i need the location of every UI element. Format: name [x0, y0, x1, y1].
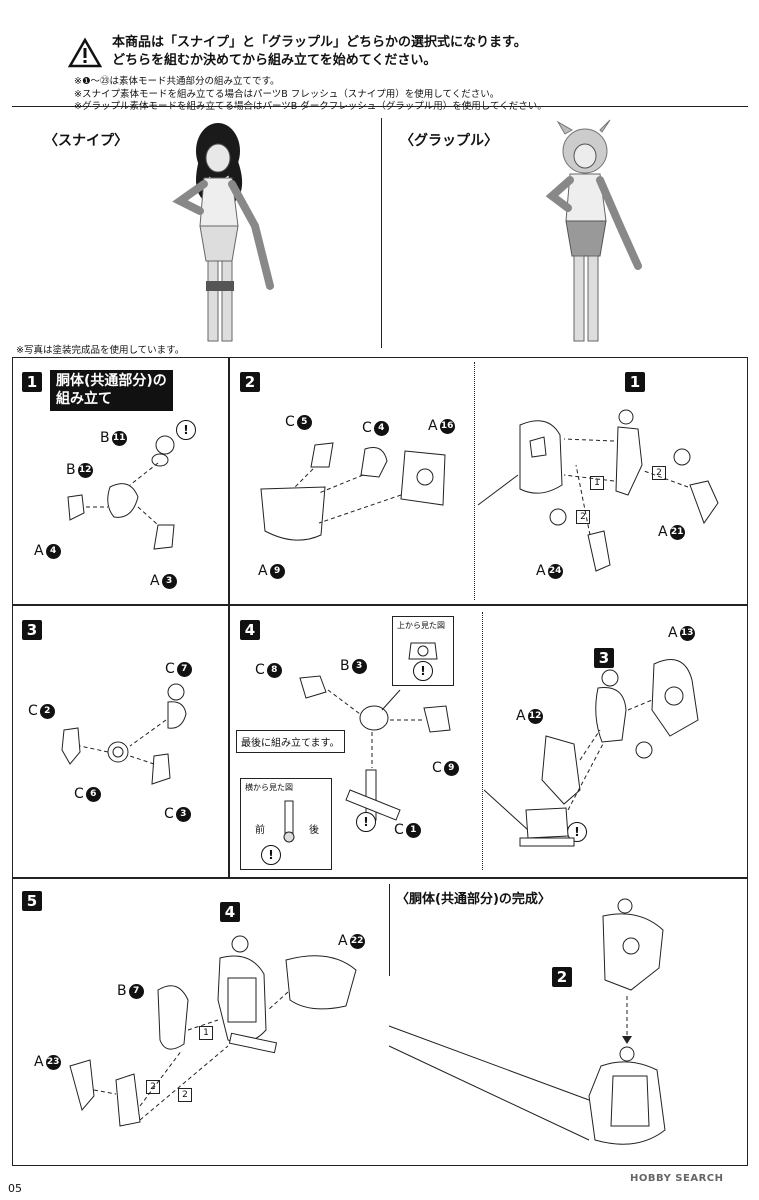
top-view-diagram [408, 642, 438, 660]
grapple-figure-photo [545, 119, 642, 342]
side-view-diagram [283, 800, 295, 843]
sequence-number: 1 [590, 476, 604, 490]
photo-caption: ※写真は塗装完成品を使用しています。 [16, 345, 185, 356]
step-3-panel [12, 605, 229, 878]
step-2-right-diagram [477, 409, 719, 572]
step-1-title-line1: 胴体(共通部分)の [56, 373, 167, 389]
step-ref-3: 3 [594, 648, 614, 668]
sequence-number: 2 [146, 1080, 160, 1094]
step-5-diagram [69, 935, 357, 1127]
sequence-number: 2 [178, 1088, 192, 1102]
step-1-title-line2: 組み立て [56, 391, 112, 407]
side-view-inset: 横から見た図 前 後 ! [240, 778, 332, 870]
notice-sub-1: ※❶～㉓は素体モード共通部分の組み立てです。 [74, 76, 280, 87]
top-view-inset: 上から見た図 ! [392, 616, 454, 686]
step-1-diagram [67, 435, 175, 550]
sequence-number: 1 [199, 1026, 213, 1040]
page-number: 05 [8, 1182, 22, 1195]
caution-icon: ! [176, 420, 196, 440]
notice-sub-text: ※❶～㉓は素体モード共通部分の組み立てです。 ※スナイプ素体モードを組み立てる場… [74, 76, 547, 114]
step-5-number: 5 [22, 891, 42, 911]
warning-icon [67, 37, 103, 68]
step-ref-1: 1 [625, 372, 645, 392]
front-label: 前 [255, 825, 265, 836]
step-2-number: 2 [240, 372, 260, 392]
caution-icon: ! [261, 845, 281, 865]
sequence-number: 2 [576, 510, 590, 524]
snipe-figure-photo [172, 123, 274, 342]
step-4-right-diagram [483, 659, 699, 847]
sequence-number: 2 [652, 466, 666, 480]
step-3-diagram [61, 683, 187, 785]
step-4-number: 4 [240, 620, 260, 640]
step-3-number: 3 [22, 620, 42, 640]
top-view-label: 上から見た図 [397, 621, 445, 630]
notice-main-text: 本商品は「スナイプ」と「グラップル」どちらかの選択式になります。 どちらを組むか… [112, 34, 527, 70]
notice-box: 本商品は「スナイプ」と「グラップル」どちらかの選択式になります。 どちらを組むか… [12, 10, 748, 112]
caution-icon: ! [356, 812, 376, 832]
divider [381, 118, 382, 348]
notice-sub-3: ※グラップル素体モードを組み立てる場合はパーツB ダークフレッシュ（グラップル用… [74, 101, 547, 112]
step-ref-4: 4 [220, 902, 240, 922]
caution-icon: ! [413, 661, 433, 681]
assemble-last-note: 最後に組み立てます。 [236, 730, 345, 753]
completed-torso-diagram [388, 898, 666, 1145]
divider [12, 106, 748, 107]
completed-title: 〈胴体(共通部分)の完成〉 [396, 892, 551, 907]
notice-line-2: どちらを組むか決めてから組み立てを始めてください。 [112, 53, 437, 68]
photo-title-grapple: 〈グラップル〉 [400, 133, 498, 149]
step-4-diagram [299, 675, 451, 821]
divider [474, 362, 475, 600]
photo-title-snipe: 〈スナイプ〉 [44, 133, 128, 149]
back-label: 後 [309, 825, 319, 836]
notice-line-1: 本商品は「スナイプ」と「グラップル」どちらかの選択式になります。 [112, 35, 527, 50]
watermark-logo: HOBBY SEARCH [630, 1173, 724, 1184]
step-2-diagram [260, 442, 446, 541]
notice-sub-2: ※スナイプ素体モードを組み立てる場合はパーツB フレッシュ（スナイプ用）を使用し… [74, 88, 500, 100]
step-2-panel [229, 357, 748, 605]
side-view-label: 横から見た図 [245, 783, 293, 792]
step-1-title: 胴体(共通部分)の 組み立て [50, 370, 173, 411]
step-1-number: 1 [22, 372, 42, 392]
step-ref-2: 2 [552, 967, 572, 987]
divider [482, 612, 483, 870]
divider [389, 884, 390, 976]
